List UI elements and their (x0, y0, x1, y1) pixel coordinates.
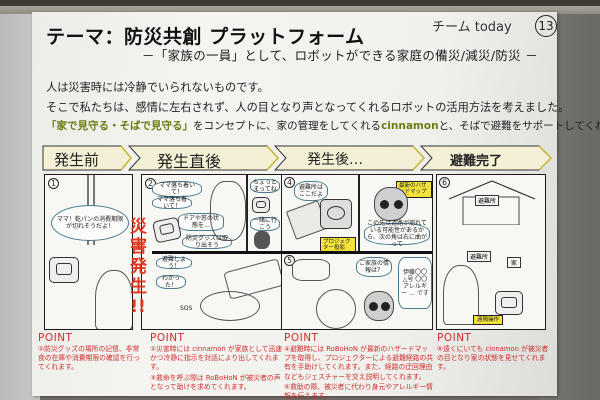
point-item: ④避難時には RoBoHoN が最新のハザードマップを取得し、プロジェクターによ… (284, 345, 434, 381)
speech-bubble: 一緒に行こう (250, 217, 280, 231)
panel-number-4: 4 (284, 177, 295, 188)
disaster-char: 災 (130, 217, 147, 237)
disaster-occurred-label: 災 害 発 生 !! (130, 217, 147, 317)
point-section-1: POINT ①防災グッズの場所の記憶、非常食の在庫や消費期限の確認を行ってくれま… (38, 332, 143, 373)
concept-middle: をコンセプトに、家の管理をしてくれる (193, 120, 382, 132)
poster-sheet: テーマ：防災共創 プラットフォーム チーム today 13 －「家族の一員」と… (32, 12, 600, 400)
person-sketch (95, 270, 132, 329)
robohon-robot-drawing (254, 231, 270, 249)
point-item: ⑥遠くにいても cinnamon が被災者の目となり家の状態を見せてくれます。 (437, 345, 549, 372)
sos-sfx: SOS (180, 305, 193, 312)
arrow-outlines (42, 145, 552, 171)
disaster-char: 害 (130, 237, 147, 257)
cinnamon-robot-drawing (151, 216, 183, 244)
poster-title: テーマ：防災共創 プラットフォーム (46, 22, 365, 49)
house-sign: 家 (507, 257, 522, 268)
cinnamon-robot-drawing (495, 291, 523, 315)
concept-line: 「家で見守る・そばで見守る」をコンセプトに、家の管理をしてくれるcinnamon… (46, 118, 600, 133)
point-title: POINT (284, 332, 319, 344)
cinnamon-robot-drawing (49, 257, 79, 283)
concept-prefix: 「家で見守る・そばで見守る」 (46, 120, 193, 132)
robohon-projector-drawing (320, 199, 352, 229)
intro-line-2: そこで私たちは、感情に左右されず、人の目となり声となってくれるロボットの活用方法… (46, 101, 570, 114)
rubble-sketch (223, 258, 281, 300)
panel-divider (358, 175, 360, 251)
title-text: 防災共創 プラットフォーム (124, 26, 365, 48)
point-item: ①防災グッズの場所の記憶、非常食の在庫や消費期限の確認を行ってくれます。 (38, 345, 140, 372)
point-section-2: POINT ②災害時には cinnamon が家族として迅速かつ冷静に指示を対話… (150, 332, 285, 392)
point-item: ②災害時には cinnamon が家族として迅速かつ冷静に指示を対話により出して… (150, 345, 283, 372)
theme-label: テーマ： (46, 26, 125, 48)
panel-divider (282, 251, 432, 254)
poster-subtitle: －「家族の一員」として、ロボットができる家庭の備災/減災/防災 － (142, 48, 539, 63)
panel-number-1: 1 (48, 178, 59, 189)
point-section-4: POINT ⑥遠くにいても cinnamon が被災者の目となり家の状態を見せて… (437, 332, 552, 373)
panel-divider (246, 175, 248, 251)
robot-cinnamon: cinnamon (381, 120, 439, 132)
disaster-char: 生 (130, 277, 147, 297)
comic-panel-6: 6 避難所 避難所 家 遠隔操作 (436, 174, 546, 330)
panel-divider (152, 251, 281, 254)
rescuer-sketch (316, 289, 356, 329)
shelter-sign-2: 避難所 (467, 251, 492, 262)
point-title: POINT (437, 332, 472, 344)
ceiling-shadow (0, 0, 600, 8)
speech-bubble: ご家族の情報は？ (356, 257, 392, 277)
point-item: ⑤救助の際、被災者に代わり身元やアレルギー情報を伝えます。 (284, 382, 433, 400)
speech-bubble: ママ落ち着いて！ (152, 196, 192, 210)
trapped-person-sketch (200, 291, 260, 321)
speech-bubble: 避難しよう！ (156, 256, 192, 270)
mother-sketch (210, 181, 246, 241)
speech-bubble: 伊藤〇〇 △号 〇〇アレルギー … です (398, 257, 432, 309)
speech-bubble: ママ！乾パンの消費期限が切れそうだよ！ (51, 205, 129, 241)
concept-middle2: と、そばで避難をサポートしてくれる (438, 120, 600, 132)
phase-immediately-after: 発生直後 (157, 152, 222, 171)
person-with-phone-sketch (443, 265, 479, 325)
point-item: ③救命を呼ぶ際は RoBoHoN が被災者の声となって助けを求めてくれます。 (150, 373, 281, 391)
robohon-face (364, 291, 394, 321)
point-section-3: POINT ④避難時には RoBoHoN が最新のハザードマップを取得し、プロジ… (284, 332, 434, 400)
comic-panel-4-5: 4 避難所はここだよ プロジェクター投影 最新のハザードマップ この先は道路が崩… (281, 174, 433, 330)
disaster-char: !! (130, 297, 146, 317)
speech-bubble: ママ落ち着いて！ (152, 181, 202, 197)
comic-panel-1: 1 ママ！乾パンの消費期限が切れそうだよ！ (44, 174, 133, 330)
rescuers-sketch (292, 259, 330, 281)
phase-after: 発生後… (307, 152, 363, 168)
projector-label: プロジェクター投影 (320, 237, 356, 254)
point-title: POINT (150, 332, 185, 344)
cinnamon-robot-drawing (252, 197, 270, 213)
remote-operation-label: 遠隔操作 (473, 315, 503, 326)
shelter-sign: 避難所 (475, 195, 500, 206)
robohon-face (374, 187, 408, 221)
speech-bubble: ちょっとまってね (250, 179, 280, 193)
team-name: チーム today (432, 20, 512, 35)
phase-timeline: 発生前 発生直後 発生後… 避難完了 (42, 145, 552, 171)
phase-before: 発生前 (54, 151, 100, 169)
poster-number-badge: 13 (535, 15, 557, 37)
point-title: POINT (38, 332, 73, 344)
disaster-char: 発 (130, 257, 147, 277)
speech-bubble: この先は道路が崩れている可能性があるから、次の角は右に曲がって (364, 220, 430, 248)
speech-bubble: わかった！ (156, 275, 186, 289)
phase-evacuation-complete: 避難完了 (450, 154, 503, 169)
intro-line-1: 人は災害時には冷静でいられないものです。 (46, 81, 269, 94)
speech-bubble: 避難所はここだよ (294, 181, 328, 201)
panel-number-6: 6 (439, 177, 450, 188)
hanging-rail (0, 6, 600, 14)
comic-panel-2-3: 2 ママ落ち着いて！ ママ落ち着いて！ ドアや窓の状態を… 防災グッズは取り出そ… (141, 174, 282, 330)
